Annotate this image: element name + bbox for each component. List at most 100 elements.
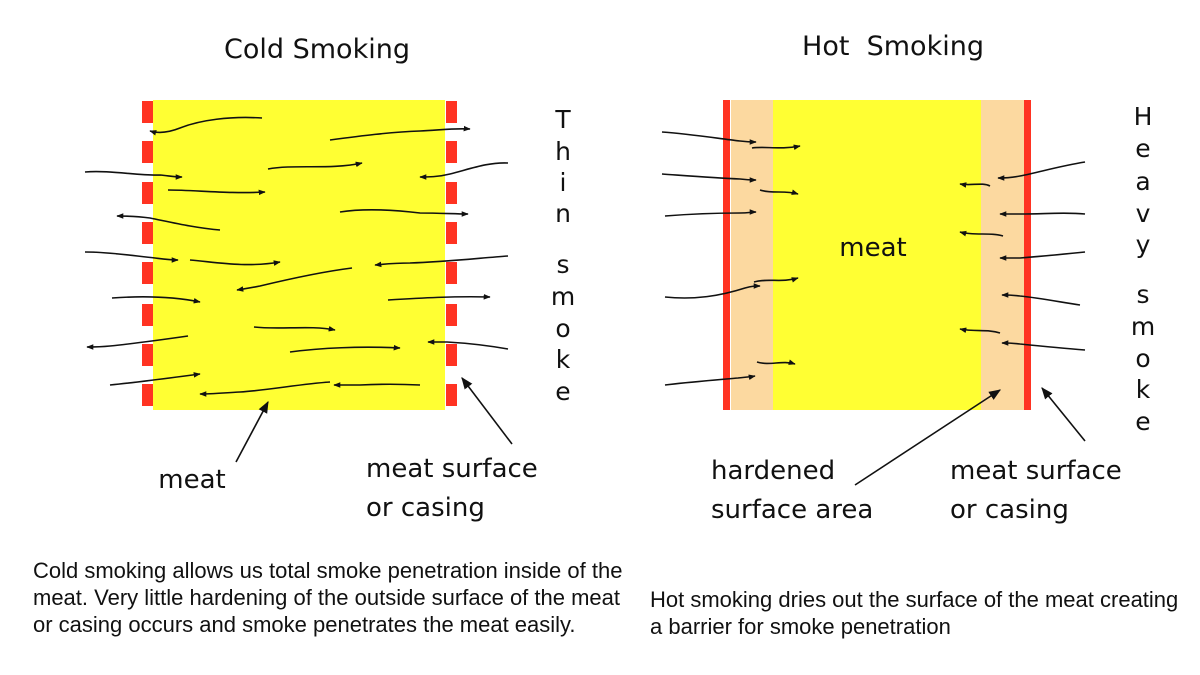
hot-right-casing <box>1024 100 1031 410</box>
cold-meat-block <box>153 100 445 410</box>
hot-smoke-path <box>999 211 1086 217</box>
hot-smoke-path <box>664 374 756 386</box>
hot-smoke-path <box>959 327 1001 334</box>
hot-surface-label-line1: meat surface <box>950 456 1122 486</box>
cold-meat-label: meat <box>158 465 225 495</box>
heavy-smoke-letter: H <box>1134 102 1153 131</box>
hot-surface-pointer <box>1041 387 1086 442</box>
thin-smoke-letter: n <box>555 199 571 228</box>
cold-surface-label-line2: or casing <box>366 493 485 523</box>
hot-smoking-panel: Hot Smoking meat hardened <box>661 31 1155 525</box>
heavy-smoke-letter: k <box>1136 375 1151 404</box>
cold-smoke-path <box>267 161 363 170</box>
hot-smoking-caption: Hot smoking dries out the surface of the… <box>650 587 1179 639</box>
cold-left-casing <box>142 101 153 406</box>
cold-smoke-path <box>374 255 509 268</box>
heavy-smoke-letter: s <box>1136 280 1149 309</box>
hot-smoking-title: Hot Smoking <box>802 31 984 62</box>
cold-smoke-path <box>387 294 491 301</box>
hot-hardened-label-line1: hardened <box>711 456 835 486</box>
hot-smoke-path <box>1001 340 1086 351</box>
cold-smoke-path <box>189 259 281 266</box>
casing-segment <box>446 141 457 163</box>
cold-smoke-path <box>329 125 471 141</box>
hot-smoke-path <box>997 161 1086 181</box>
thin-smoke-letter: e <box>555 377 570 406</box>
casing-segment <box>142 141 153 163</box>
hot-meat-block <box>773 100 981 410</box>
hot-smoke-path <box>959 182 991 188</box>
cold-smoke-path <box>289 344 401 353</box>
thin-smoke-letter: o <box>555 314 570 343</box>
hot-smoke-path <box>664 283 761 299</box>
casing-segment <box>142 262 153 284</box>
casing-segment <box>446 384 457 406</box>
heavy-smoke-letter: e <box>1135 134 1150 163</box>
cold-smoke-path <box>253 326 336 332</box>
casing-segment <box>142 304 153 326</box>
cold-smoke-path <box>84 251 179 263</box>
casing-segment <box>446 222 457 244</box>
cold-smoke-paths <box>84 116 509 397</box>
cold-smoke-path <box>199 381 331 397</box>
cold-smoking-panel: Cold Smoking <box>84 34 575 523</box>
heavy-smoke-letter: a <box>1135 167 1150 196</box>
heavy-smoke-letter: m <box>1131 312 1155 341</box>
cold-surface-label-line1: meat surface <box>366 454 538 484</box>
hot-surface-label-line2: or casing <box>950 495 1069 525</box>
hot-smoke-path <box>664 209 757 217</box>
cold-smoking-caption: Cold smoking allows us total smoke penet… <box>33 558 623 637</box>
heavy-smoke-letter: e <box>1135 407 1150 436</box>
thin-smoke-letter: m <box>551 282 575 311</box>
casing-segment <box>142 222 153 244</box>
cold-smoke-path <box>111 296 201 304</box>
cold-smoke-path <box>333 382 421 388</box>
casing-segment <box>142 101 153 123</box>
cold-smoke-path <box>84 170 183 180</box>
casing-segment <box>446 101 457 123</box>
hot-smoke-path <box>751 144 801 150</box>
heavy-smoke-letter: v <box>1136 199 1151 228</box>
thin-smoke-letter: k <box>556 345 571 374</box>
hot-smoke-path <box>759 189 799 195</box>
casing-segment <box>142 182 153 204</box>
hot-hardened-pointer <box>854 389 1002 486</box>
cold-smoke-path <box>427 339 509 350</box>
casing-segment <box>142 384 153 406</box>
thin-smoke-letter: h <box>555 137 571 166</box>
hot-smoke-path <box>661 131 757 145</box>
hot-smoke-path <box>959 230 1004 237</box>
cold-right-casing <box>446 101 457 406</box>
cold-surface-pointer <box>461 377 513 445</box>
cold-smoke-path <box>167 189 266 196</box>
hot-left-casing <box>723 100 730 410</box>
thin-smoke-letter: T <box>554 105 571 134</box>
heavy-smoke-label: H e a v y s m o k e <box>1131 102 1155 436</box>
heavy-smoke-letter: o <box>1135 344 1150 373</box>
cold-smoke-path <box>419 162 509 180</box>
casing-segment <box>446 344 457 366</box>
casing-segment <box>446 182 457 204</box>
cold-smoke-path <box>109 372 201 386</box>
hot-smoke-path <box>756 359 796 365</box>
thin-smoke-letter: i <box>560 168 567 197</box>
hot-smoke-path <box>999 251 1086 261</box>
hot-smoke-path <box>661 173 757 183</box>
casing-segment <box>142 344 153 366</box>
hot-smoke-paths <box>661 131 1086 386</box>
cold-smoke-path <box>339 208 469 217</box>
hot-smoke-path <box>1001 292 1081 306</box>
cold-smoke-path <box>236 267 353 292</box>
cold-smoke-path <box>86 335 189 350</box>
heavy-smoke-letter: y <box>1136 230 1151 259</box>
hot-smoke-path <box>753 277 799 283</box>
casing-segment <box>446 304 457 326</box>
cold-meat-pointer <box>235 400 269 463</box>
hot-hardened-label-line2: surface area <box>711 495 873 525</box>
thin-smoke-label: T h i n s m o k e <box>551 105 575 406</box>
cold-smoking-title: Cold Smoking <box>224 34 410 65</box>
thin-smoke-letter: s <box>556 250 569 279</box>
casing-segment <box>446 262 457 284</box>
hot-meat-label: meat <box>839 233 906 263</box>
